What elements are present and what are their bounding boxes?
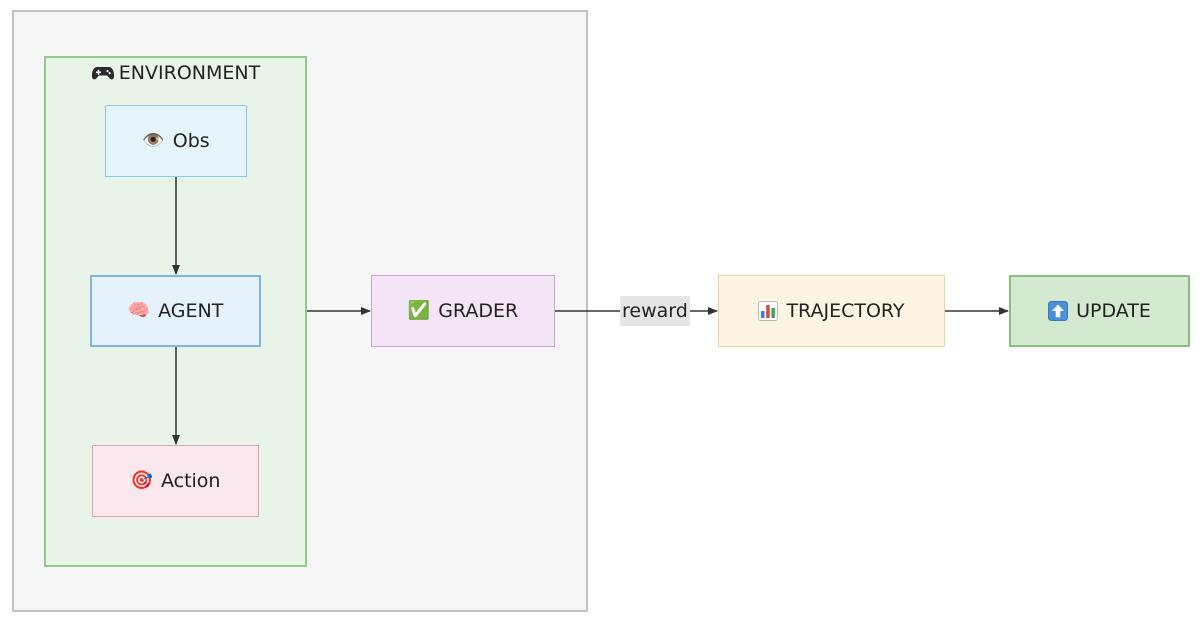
node-action: 🎯 Action: [92, 445, 259, 517]
node-trajectory-label: TRAJECTORY: [786, 300, 905, 322]
gamepad-icon: [91, 67, 114, 80]
node-grader-label: GRADER: [438, 300, 519, 322]
environment-label: ENVIRONMENT: [118, 62, 261, 84]
node-obs: 👁️ Obs: [105, 105, 247, 177]
node-agent-label: AGENT: [158, 300, 224, 322]
brain-icon: 🧠: [127, 300, 151, 321]
node-update: UPDATE: [1009, 275, 1190, 347]
bar-chart-icon: [758, 301, 779, 321]
node-trajectory: TRAJECTORY: [718, 275, 945, 347]
node-update-label: UPDATE: [1076, 300, 1151, 322]
node-obs-label: Obs: [172, 130, 210, 152]
node-grader: ✅ GRADER: [371, 275, 555, 347]
target-icon: 🎯: [130, 470, 153, 491]
eye-icon: 👁️: [142, 130, 165, 151]
environment-title: ENVIRONMENT: [46, 62, 305, 84]
node-agent: 🧠 AGENT: [90, 275, 261, 347]
edge-label-reward: reward: [620, 296, 690, 326]
node-action-label: Action: [160, 470, 221, 492]
up-arrow-icon: [1048, 301, 1069, 321]
check-mark-icon: ✅: [407, 300, 431, 321]
